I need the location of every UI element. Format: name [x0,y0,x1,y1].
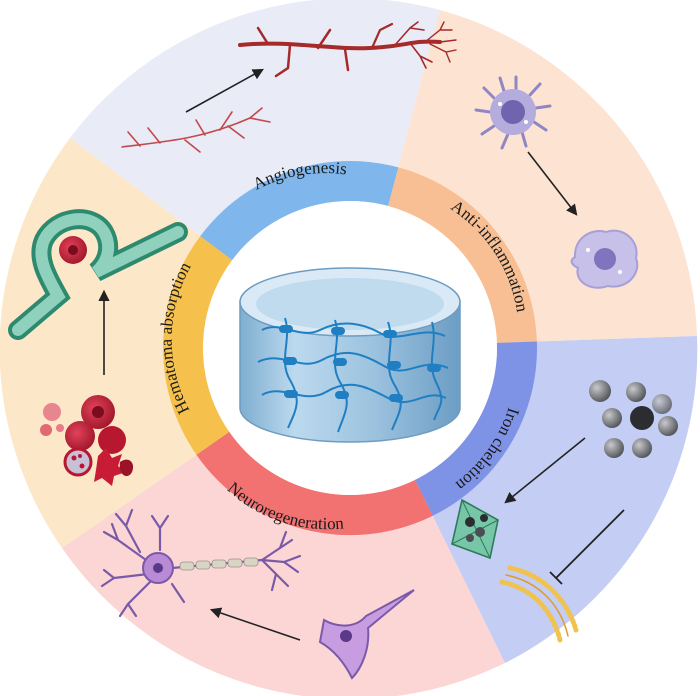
iron-ions-icon [589,380,678,458]
band-angiogenesis [200,161,399,261]
band-anti-inflammation [388,167,537,343]
anti-inflammation-arrow [527,151,578,216]
capillary-icon [121,107,271,153]
activated-macrophage-icon [474,75,552,150]
damaged-neuron-icon [318,589,415,680]
band-hematoma [163,236,233,455]
lysed-erythrocytes-icon [40,395,134,486]
angiogenesis-arrow [185,68,264,113]
band-iron-chelation [415,341,538,516]
cell-membrane-icon [499,565,579,643]
chelated-iron-icon [451,498,499,560]
hydrogel-cylinder-icon [239,267,461,443]
inhibition-line [549,509,625,585]
red-blood-cell-icon [59,236,87,264]
iron-chelation-arrow [504,437,586,504]
neuron-icon [100,508,302,618]
resting-macrophage-icon [570,229,639,289]
vessel-loop-icon [8,209,188,340]
band-neuroregeneration [196,431,433,536]
neuroregeneration-arrow [209,607,301,641]
branching-vessel-icon [238,21,457,78]
